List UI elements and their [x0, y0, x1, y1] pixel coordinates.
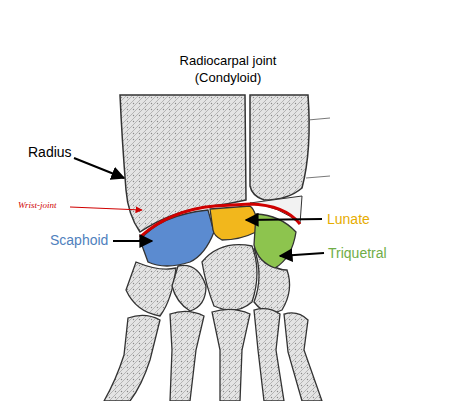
joint-label: Wrist-joint [18, 200, 57, 212]
ulna-bone [250, 95, 309, 200]
leader-arrow [74, 158, 124, 178]
scaphoid-bone [140, 210, 214, 266]
leader-arrow [246, 219, 322, 220]
leader-arrow [70, 207, 142, 210]
metacarpal-bone [104, 315, 160, 401]
trapezium-bone [126, 262, 176, 316]
bone-label: Triquetral [328, 244, 387, 262]
leader-arrow [113, 240, 152, 242]
metacarpal-bone [284, 313, 322, 401]
trapezoid-bone [172, 265, 206, 311]
metacarpal-bone [254, 309, 284, 401]
leader-arrow [280, 253, 324, 256]
metacarpal-bone [212, 309, 250, 401]
capitate-bone [202, 245, 257, 310]
ligament-line [306, 118, 330, 178]
metacarpal-bone [170, 311, 204, 401]
bone-label: Lunate [327, 210, 370, 228]
lunate-bone [210, 206, 256, 240]
triquetral-bone [254, 214, 296, 268]
bone-label: Scaphoid [50, 231, 108, 249]
bone-label: Radius [28, 143, 72, 161]
diagram-title: Radiocarpal joint (Condyloid) [163, 53, 293, 87]
